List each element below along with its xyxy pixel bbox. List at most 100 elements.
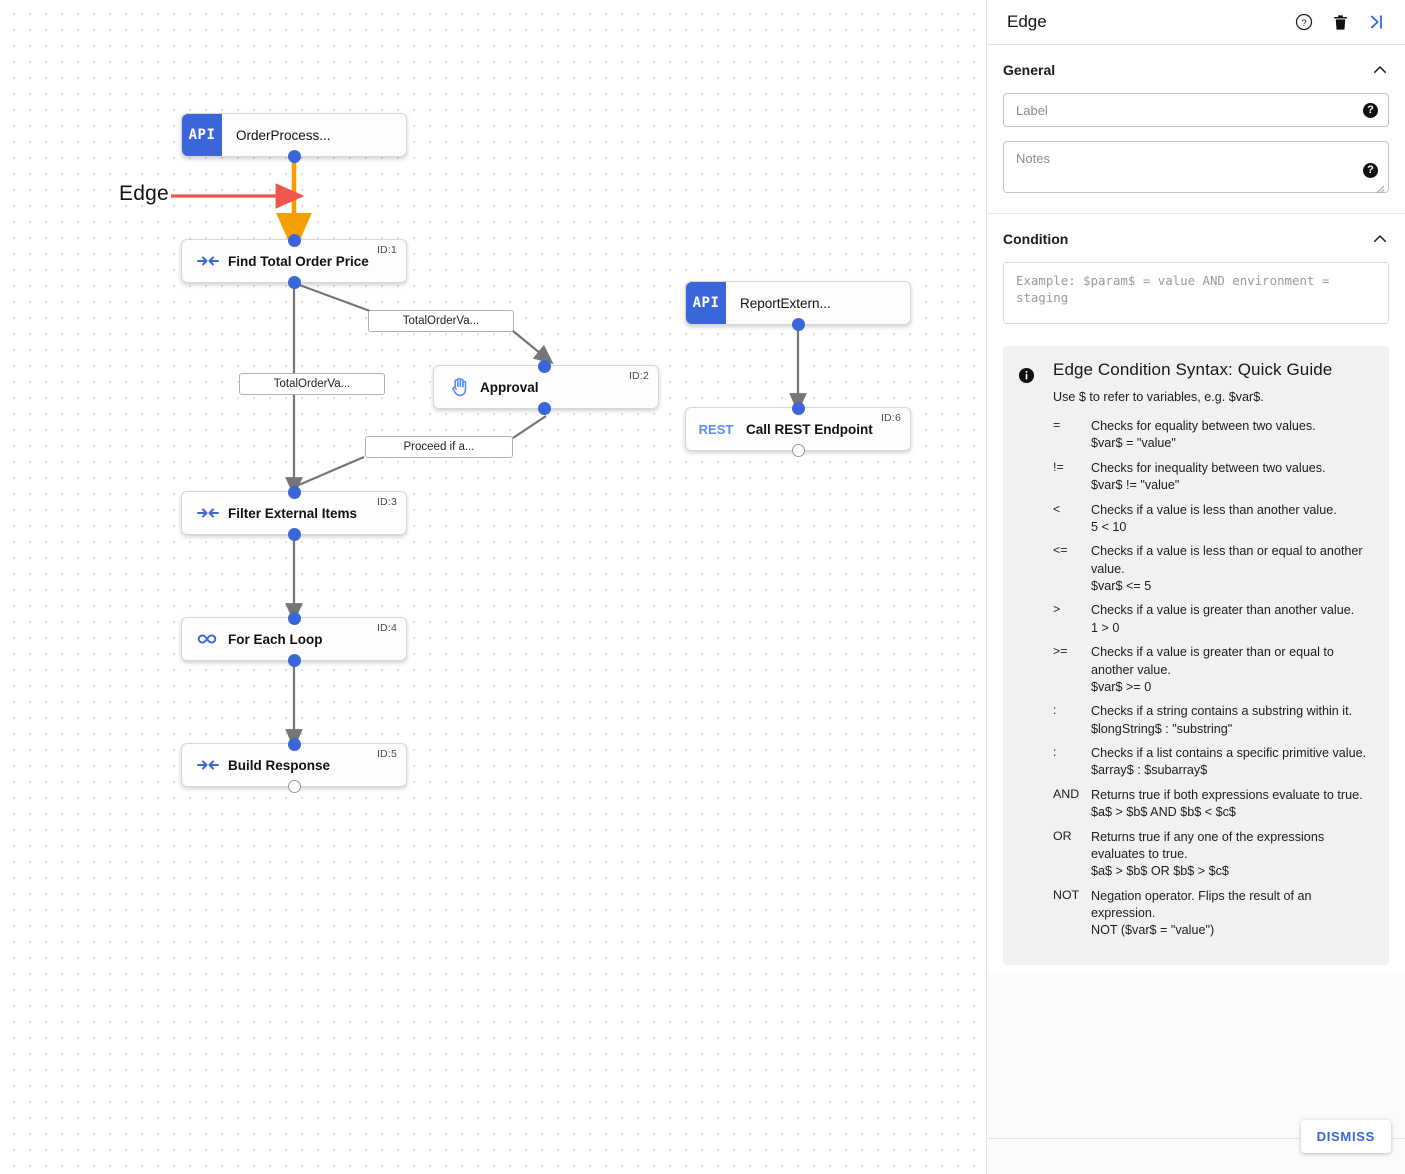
- guide-description: Checks if a list contains a specific pri…: [1091, 745, 1375, 780]
- condition-input[interactable]: Example: $param$ = value AND environment…: [1003, 262, 1389, 324]
- guide-example: $longString$ : "substring": [1091, 721, 1233, 736]
- guide-row: OR Returns true if any one of the express…: [1053, 829, 1375, 881]
- node-for-each-loop[interactable]: For Each Loop ID:4: [181, 611, 407, 667]
- guide-description: Checks if a string contains a substring …: [1091, 703, 1375, 738]
- node-approval[interactable]: Approval ID:2: [433, 359, 659, 415]
- node-title: For Each Loop: [228, 631, 323, 647]
- guide-example: $array$ : $subarray$: [1091, 763, 1208, 778]
- guide-operator: :: [1053, 703, 1057, 718]
- node-input-port[interactable]: [287, 233, 301, 247]
- node-title: ReportExtern...: [740, 295, 831, 311]
- panel-header: Edge ?: [987, 0, 1405, 45]
- svg-text:?: ?: [1301, 18, 1306, 29]
- node-output-port[interactable]: [287, 275, 301, 289]
- compress-arrows-icon: [196, 501, 220, 525]
- chevron-up-icon[interactable]: [1371, 61, 1389, 79]
- node-input-port[interactable]: [791, 401, 805, 415]
- node-id-tag: ID:5: [376, 748, 397, 760]
- node-output-port[interactable]: [287, 653, 301, 667]
- node-output-port[interactable]: [287, 149, 301, 163]
- edge-label[interactable]: Proceed if a...: [365, 436, 513, 458]
- node-output-port[interactable]: [538, 401, 551, 415]
- info-icon: [1017, 360, 1039, 947]
- node-call-rest-endpoint[interactable]: REST Call REST Endpoint ID:6: [685, 401, 911, 457]
- node-id-tag: ID:1: [376, 244, 397, 256]
- guide-operator: >: [1053, 602, 1061, 617]
- node-output-port[interactable]: [791, 443, 805, 457]
- node-input-port[interactable]: [287, 737, 301, 751]
- node-input-port[interactable]: [287, 611, 301, 625]
- node-output-port[interactable]: [791, 317, 805, 331]
- panel-title: Edge: [1007, 12, 1047, 31]
- dismiss-button[interactable]: DISMISS: [1300, 1120, 1391, 1153]
- condition-section: Condition Example: $param$ = value AND e…: [987, 214, 1405, 973]
- node-title: Filter External Items: [228, 505, 358, 521]
- compress-arrows-icon: [196, 753, 220, 777]
- node-title: Build Response: [228, 757, 331, 773]
- edge-properties-panel: Edge ? General Label: [986, 0, 1405, 1174]
- flow-canvas[interactable]: Edge API OrderProcess... Find Total Orde…: [0, 0, 986, 1174]
- guide-description: Checks if a value is greater than or equ…: [1091, 644, 1375, 696]
- label-help-icon[interactable]: ?: [1363, 102, 1378, 118]
- node-input-port[interactable]: [538, 359, 551, 373]
- guide-description: Checks if a value is less than another v…: [1091, 502, 1375, 537]
- guide-example: $a$ > $b$ OR $b$ > $c$: [1091, 864, 1229, 879]
- general-section: General Label ? Notes ?: [987, 45, 1405, 214]
- guide-operator: >=: [1053, 644, 1068, 659]
- notes-help-icon[interactable]: ?: [1363, 163, 1378, 178]
- delete-icon[interactable]: [1329, 11, 1351, 33]
- guide-example: 5 < 10: [1091, 519, 1127, 534]
- guide-title: Edge Condition Syntax: Quick Guide: [1053, 360, 1333, 379]
- node-find-total-order-price[interactable]: Find Total Order Price ID:1: [181, 233, 407, 289]
- resize-grip-icon[interactable]: [1376, 181, 1385, 194]
- label-field[interactable]: Label ?: [1003, 93, 1389, 127]
- compress-arrows-icon: [196, 249, 220, 273]
- guide-example: $a$ > $b$ AND $b$ < $c$: [1091, 805, 1236, 820]
- guide-example: $var$ != "value": [1091, 478, 1180, 493]
- guide-description: Checks if a value is less than or equal …: [1091, 543, 1375, 595]
- guide-description: Returns true if any one of the expressio…: [1091, 829, 1375, 881]
- edge-label[interactable]: TotalOrderVa...: [368, 310, 514, 332]
- guide-subtitle: Use $ to refer to variables, e.g. $var$.: [1053, 390, 1264, 404]
- node-id-tag: ID:6: [880, 412, 901, 424]
- guide-row: > Checks if a value is greater than anoth…: [1053, 602, 1375, 637]
- guide-row: =Checks for equality between two values.…: [1053, 418, 1375, 453]
- node-reportextern[interactable]: API ReportExtern...: [685, 281, 911, 331]
- node-input-port[interactable]: [287, 485, 301, 499]
- guide-example: NOT ($var$ = "value"): [1091, 923, 1215, 938]
- guide-rows-container: =Checks for equality between two values.…: [1053, 418, 1375, 940]
- node-title: Approval: [480, 379, 539, 395]
- edge-label[interactable]: TotalOrderVa...: [239, 373, 385, 395]
- guide-example: $var$ = "value": [1091, 436, 1176, 451]
- node-id-tag: ID:4: [376, 622, 397, 634]
- guide-row: !=Checks for inequality between two valu…: [1053, 460, 1375, 495]
- node-orderprocess[interactable]: API OrderProcess...: [181, 113, 407, 163]
- api-badge-icon: API: [182, 114, 222, 156]
- guide-operator: :: [1053, 745, 1057, 759]
- guide-row: : Checks if a string contains a substring…: [1053, 703, 1375, 738]
- guide-operator: OR: [1053, 828, 1072, 843]
- guide-row: : Checks if a list contains a specific pr…: [1053, 745, 1375, 780]
- guide-description: Checks if a value is greater than anothe…: [1091, 602, 1375, 637]
- node-filter-external-items[interactable]: Filter External Items ID:3: [181, 485, 407, 541]
- guide-operator: AND: [1053, 786, 1080, 801]
- rest-badge-icon: REST: [698, 421, 734, 437]
- guide-operator: NOT: [1053, 887, 1080, 902]
- chevron-up-icon[interactable]: [1371, 230, 1389, 248]
- guide-example: $var$ <= 5: [1091, 579, 1152, 593]
- node-id-tag: ID:3: [376, 496, 397, 508]
- notes-field-placeholder: Notes: [1016, 151, 1050, 166]
- guide-description: Negation operator. Flips the result of a…: [1091, 888, 1375, 940]
- node-output-port[interactable]: [287, 527, 301, 541]
- node-build-response[interactable]: Build Response ID:5: [181, 737, 407, 793]
- infinity-icon: [196, 627, 220, 651]
- guide-operator: <: [1053, 501, 1061, 516]
- guide-example: $var$ >= 0: [1091, 679, 1152, 694]
- help-icon[interactable]: ?: [1293, 11, 1315, 33]
- collapse-panel-icon[interactable]: [1365, 11, 1387, 33]
- guide-description: Checks for inequality between two values…: [1091, 460, 1375, 495]
- notes-field[interactable]: Notes ?: [1003, 141, 1389, 194]
- node-output-port[interactable]: [287, 779, 301, 793]
- guide-row: < Checks if a value is less than another …: [1053, 502, 1375, 537]
